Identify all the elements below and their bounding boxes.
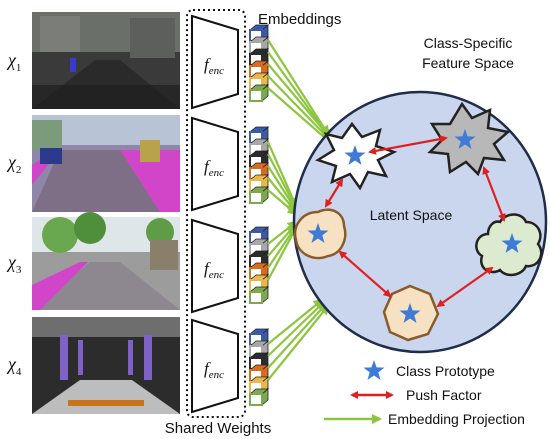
embedding-cell: [249, 191, 263, 204]
prototype-star-5: [399, 303, 421, 323]
input-image-4: [32, 317, 180, 414]
legend-star-icon: [363, 360, 385, 380]
latent-space-label: Latent Space: [370, 207, 453, 223]
embedding-cell: [249, 89, 263, 102]
legend-star: [363, 360, 385, 380]
projection-arrows: [266, 39, 334, 381]
embedding-cell: [249, 291, 263, 304]
svg-text:fenc: fenc: [204, 259, 224, 281]
input-image-2: [32, 115, 180, 212]
shared-weights-label: Shared Weights: [165, 420, 271, 437]
input-label-2: χ2: [6, 152, 21, 176]
input-label-1: χ1: [6, 50, 21, 74]
input-image-3: [32, 212, 180, 310]
prototype-star-3: [307, 223, 329, 243]
feature-space-label-line2: Feature Space: [422, 55, 514, 71]
svg-text:χ2: χ2: [6, 152, 21, 176]
prototype-star-2: [454, 129, 476, 149]
embedding-stack-1: [248, 24, 270, 102]
class-prototypes: [307, 129, 523, 323]
svg-text:χ1: χ1: [6, 50, 21, 74]
embedding-cell: [249, 393, 263, 406]
encoder-4: fenc: [191, 318, 239, 414]
prototype-star-4: [501, 233, 523, 253]
svg-text:χ3: χ3: [6, 252, 22, 276]
svg-text:fenc: fenc: [204, 157, 224, 179]
legend-push-label: Push Factor: [406, 387, 482, 403]
input-image-1: [32, 12, 180, 109]
embedding-stack-2: [248, 126, 270, 204]
embedding-stack-3: [248, 226, 270, 304]
legend-projection-label: Embedding Projection: [388, 411, 525, 427]
embedding-stack-4: [248, 328, 270, 406]
encoder-1: fenc: [191, 14, 239, 110]
encoder-3: fenc: [191, 218, 239, 314]
embedding-stacks: [248, 24, 270, 406]
svg-text:fenc: fenc: [204, 55, 224, 77]
svg-text:χ4: χ4: [6, 354, 22, 378]
input-label-4: χ4: [6, 354, 22, 378]
push-arrows: [324, 135, 506, 308]
prototype-star-1: [344, 145, 366, 165]
encoder-2: fenc: [191, 116, 239, 212]
feature-space-label-line1: Class-Specific: [424, 35, 513, 51]
input-label-3: χ3: [6, 252, 22, 276]
legend: Class Prototype Push Factor Embedding Pr…: [324, 360, 525, 427]
svg-text:fenc: fenc: [204, 359, 224, 381]
legend-prototype-label: Class Prototype: [396, 363, 495, 379]
embeddings-label: Embeddings: [258, 11, 341, 28]
